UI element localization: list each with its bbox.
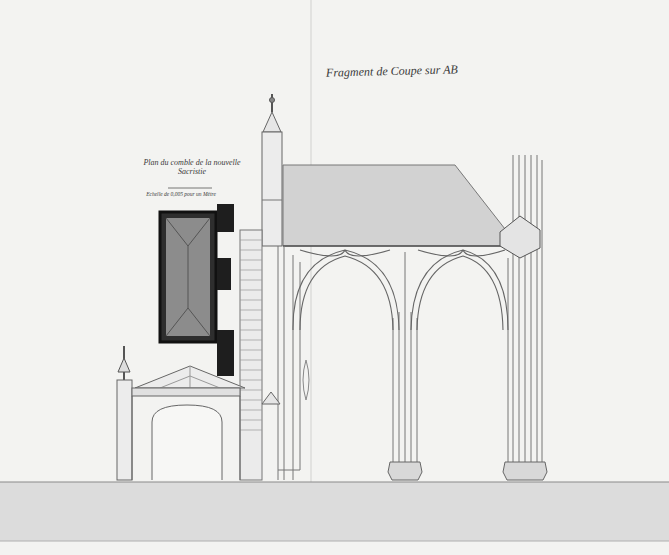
annex-wall: [132, 396, 133, 480]
annex-arch: [152, 405, 222, 480]
rib: [463, 250, 505, 256]
arch: [417, 256, 503, 330]
stair-steps: [240, 240, 262, 430]
roof-hips: [166, 218, 210, 336]
pier: [278, 246, 300, 480]
arch: [293, 250, 399, 330]
rib: [345, 250, 390, 256]
plan-heading: Plan du comble de la nouvelle Sacristie: [142, 158, 242, 176]
pinnacle-shaft: [262, 132, 282, 246]
ground-line: [0, 541, 669, 542]
pier-line: [399, 312, 400, 462]
pinnacle: [263, 112, 281, 132]
gable-truss: [160, 366, 220, 388]
roof-plan: [160, 212, 216, 342]
pinnacle-moulding: [262, 200, 282, 201]
pier-line: [411, 312, 412, 462]
pier-line: [417, 318, 418, 462]
ground: [0, 482, 669, 541]
rib: [300, 250, 345, 256]
stair-turret: [240, 230, 262, 480]
column-base: [388, 462, 422, 480]
pier-line: [542, 160, 543, 462]
pier-line: [525, 155, 526, 462]
rib: [418, 250, 463, 256]
scale-note: Echelle de 0,005 pour un Mètre: [146, 191, 216, 197]
heading-rule: [168, 188, 212, 189]
pier-line: [537, 155, 538, 462]
pier-line: [508, 258, 509, 462]
ground-line: [0, 481, 669, 482]
pier: [393, 252, 417, 462]
pier-line: [300, 262, 301, 470]
small-gable: [262, 392, 280, 404]
hanging-ornament: [303, 360, 309, 400]
arch: [300, 256, 393, 330]
annex-cornice: [132, 388, 240, 396]
annex-buttress: [117, 380, 132, 480]
finial: [270, 98, 275, 103]
pier-line: [278, 470, 300, 471]
pier: [508, 155, 542, 462]
roof-plan-surface: [166, 218, 210, 336]
plan-buttress: [217, 258, 231, 290]
pier-line: [405, 252, 406, 462]
pier-line: [513, 155, 514, 462]
pier-line: [278, 246, 279, 480]
pier-line: [531, 155, 532, 462]
pier-line: [519, 155, 520, 462]
annex-wall: [240, 396, 241, 480]
pier-line: [393, 318, 394, 462]
pier-line: [284, 246, 285, 480]
arch: [411, 250, 508, 330]
pier-line: [293, 255, 294, 480]
roof-section: [283, 165, 512, 246]
finial: [118, 358, 130, 372]
vault-band: [283, 245, 512, 247]
column-base: [503, 462, 547, 480]
plan-buttress: [217, 204, 234, 232]
vault-arches: [293, 250, 508, 330]
bracket: [500, 216, 540, 258]
plan-buttress: [217, 330, 234, 376]
